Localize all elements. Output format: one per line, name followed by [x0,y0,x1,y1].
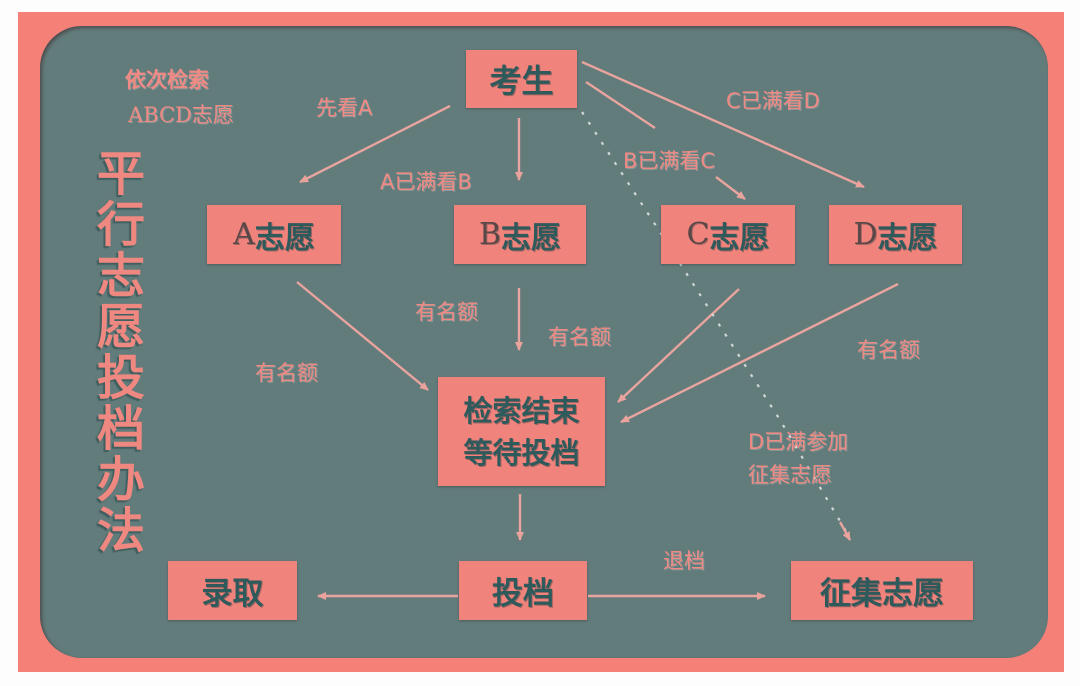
node-solicit-label: 征集志愿 [820,576,944,612]
node-a-text: 志愿 [254,220,315,256]
node-a-letter: A [233,217,255,252]
node-d-text: 志愿 [877,220,938,256]
node-admit-label: 录取 [201,576,264,612]
node-file: 投档 [459,561,587,620]
node-solicit: 征集志愿 [791,561,973,620]
node-c-letter: C [686,217,710,252]
edge-label-to-a: 先看A [316,96,373,120]
note-line-2: ABCD志愿 [128,103,234,127]
edge-label-to-c: B已满看C [623,149,716,173]
edge-label-d-full-line-1: D已满参加 [748,430,849,454]
edge-label-to-d: C已满看D [726,89,820,113]
node-file-label: 投档 [492,576,554,612]
node-wait-line-2: 等待投档 [463,435,580,470]
edge-label-to-b: A已满看B [380,170,472,194]
node-wait-line-1: 检索结束 [463,393,580,428]
edge-label-d-full-line-2: 征集志愿 [748,463,832,487]
node-search-complete: 检索结束 等待投档 [438,377,605,486]
edge-label-reject: 退档 [663,549,705,573]
node-student: 考生 [466,50,577,108]
node-admit: 录取 [168,561,297,620]
node-student-label: 考生 [489,62,554,100]
diagram-title: 平行志愿投档办法 [88,148,144,556]
node-d-letter: D [853,217,878,252]
edge-label-a-quota: 有名额 [255,361,318,385]
node-b-letter: B [478,217,502,252]
node-c-text: 志愿 [709,220,770,256]
edge-label-b-quota-right: 有名额 [548,325,611,349]
edge-label-d-quota: 有名额 [857,338,920,362]
note-line-1: 依次检索 [125,68,209,92]
edge-label-b-quota-left: 有名额 [415,300,478,324]
node-b-text: 志愿 [501,220,562,256]
